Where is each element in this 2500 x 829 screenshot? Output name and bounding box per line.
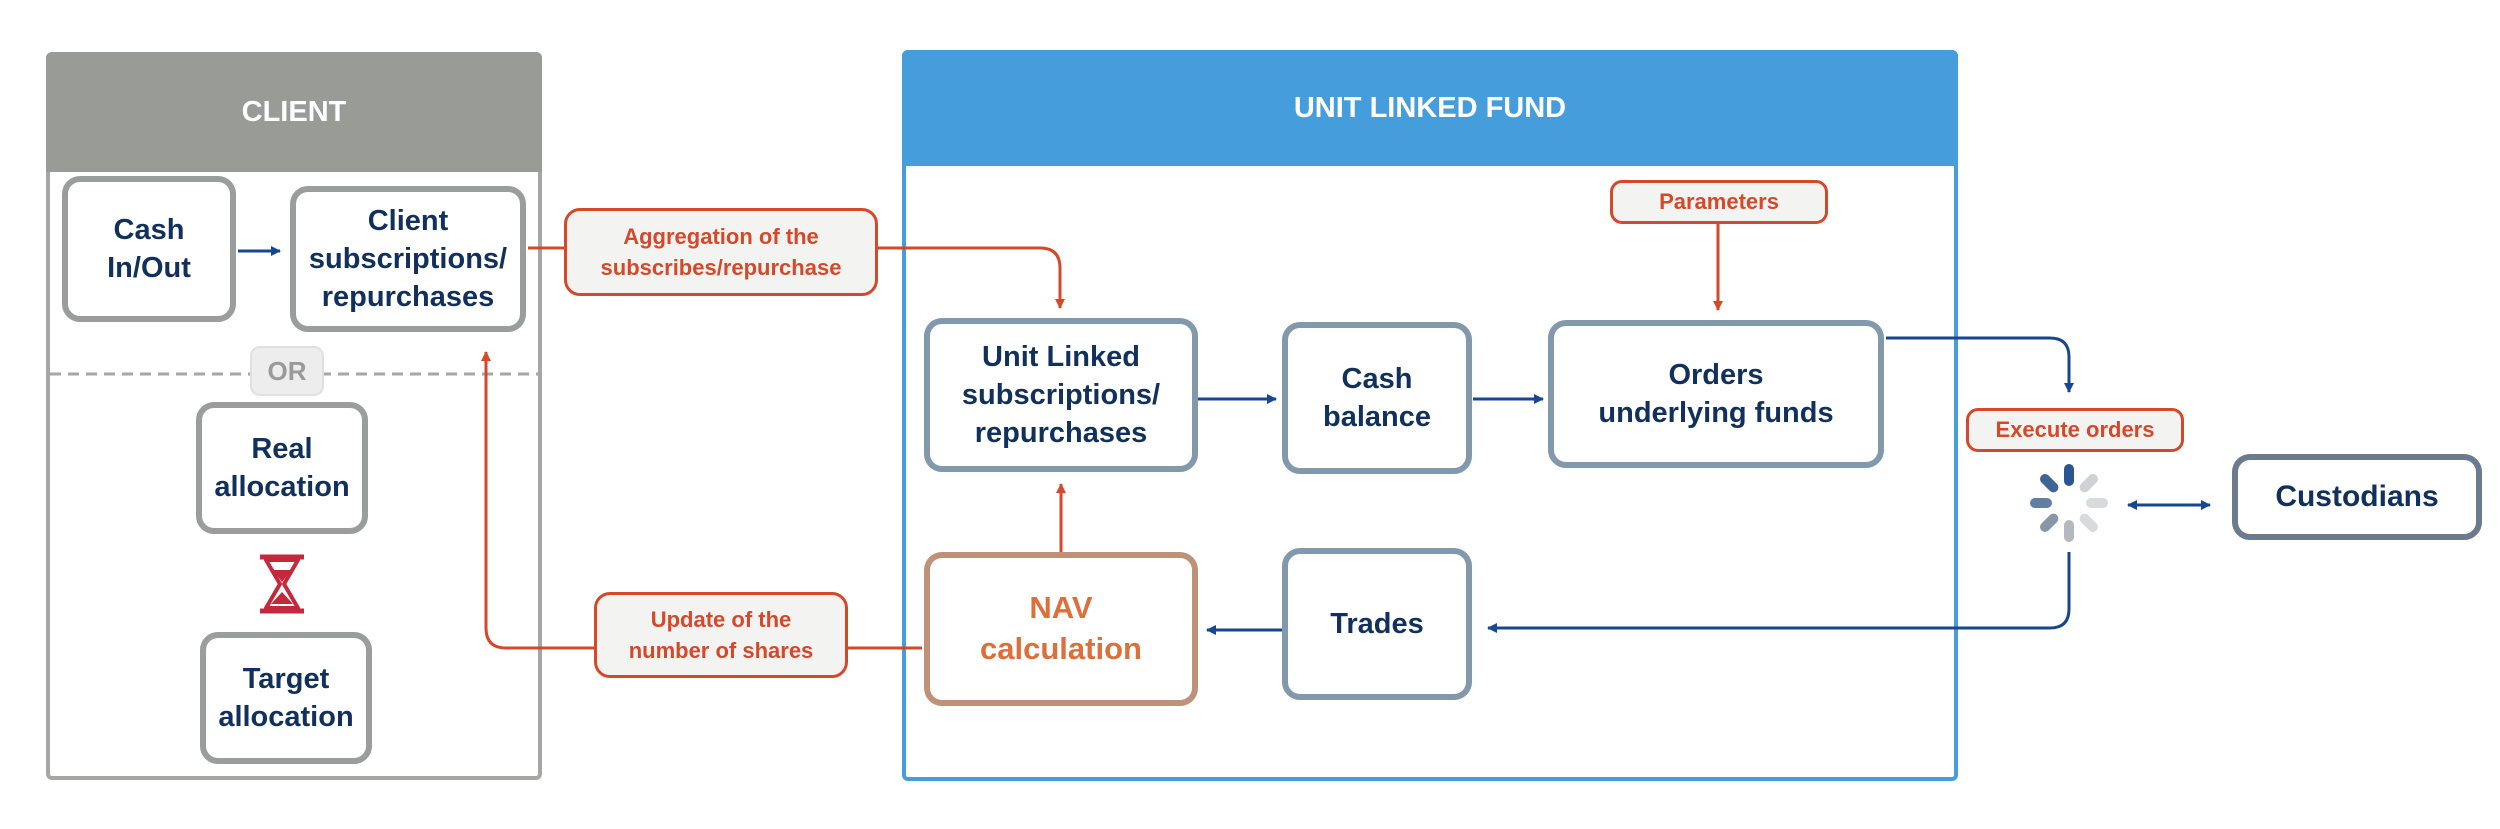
or-label: OR — [267, 355, 307, 386]
orders-underlying-funds-label: Orders underlying funds — [1598, 358, 1834, 429]
nav-calculation-label: NAV calculation — [980, 590, 1142, 666]
client-subscriptions-label: Client subscriptions/ repurchases — [308, 204, 508, 314]
loading-spinner-icon — [2030, 464, 2108, 542]
fund-title: UNIT LINKED FUND — [1293, 91, 1567, 124]
cash-in-out-label: Cash In/Out — [107, 213, 191, 284]
arrow-orders-to-execute — [1886, 336, 2074, 393]
real-allocation-label: Real allocation — [214, 432, 350, 503]
unit-linked-subscriptions-box: Unit Linked subscriptions/ repurchases — [924, 318, 1198, 472]
arrow-execute-to-trades — [1487, 552, 2071, 633]
aggregation-text: Aggregation of the subscribes/repurchase — [600, 223, 842, 280]
custodians-box: Custodians — [2232, 454, 2482, 540]
nav-calculation-box: NAV calculation — [924, 552, 1198, 706]
unit-linked-subscriptions-label: Unit Linked subscriptions/ repurchases — [961, 340, 1161, 450]
real-allocation-box: Real allocation — [196, 402, 368, 534]
execute-orders-text: Execute orders — [1995, 417, 2155, 443]
trades-label: Trades — [1330, 607, 1424, 640]
or-badge: OR — [250, 346, 324, 396]
custodians-label: Custodians — [2275, 480, 2439, 514]
update-shares-text: Update of the number of shares — [628, 606, 814, 663]
parameters-text: Parameters — [1659, 189, 1779, 215]
arrow-update-shares — [481, 351, 922, 650]
trades-box: Trades — [1282, 548, 1472, 700]
client-title: CLIENT — [241, 95, 347, 128]
client-header: CLIENT — [46, 52, 542, 172]
target-allocation-label: Target allocation — [218, 662, 354, 733]
execute-orders-label: Execute orders — [1966, 408, 2184, 452]
target-allocation-box: Target allocation — [200, 632, 372, 764]
cash-in-out-box: Cash In/Out — [62, 176, 236, 322]
aggregation-label: Aggregation of the subscribes/repurchase — [564, 208, 878, 296]
arrow-aggregation — [528, 246, 1065, 309]
fund-header: UNIT LINKED FUND — [902, 50, 1958, 166]
hourglass-icon — [260, 554, 304, 614]
client-subscriptions-box: Client subscriptions/ repurchases — [290, 186, 526, 332]
orders-underlying-funds-box: Orders underlying funds — [1548, 320, 1884, 468]
update-shares-label: Update of the number of shares — [594, 592, 848, 678]
cash-balance-label: Cash balance — [1323, 362, 1431, 433]
parameters-label: Parameters — [1610, 180, 1828, 224]
cash-balance-box: Cash balance — [1282, 322, 1472, 474]
